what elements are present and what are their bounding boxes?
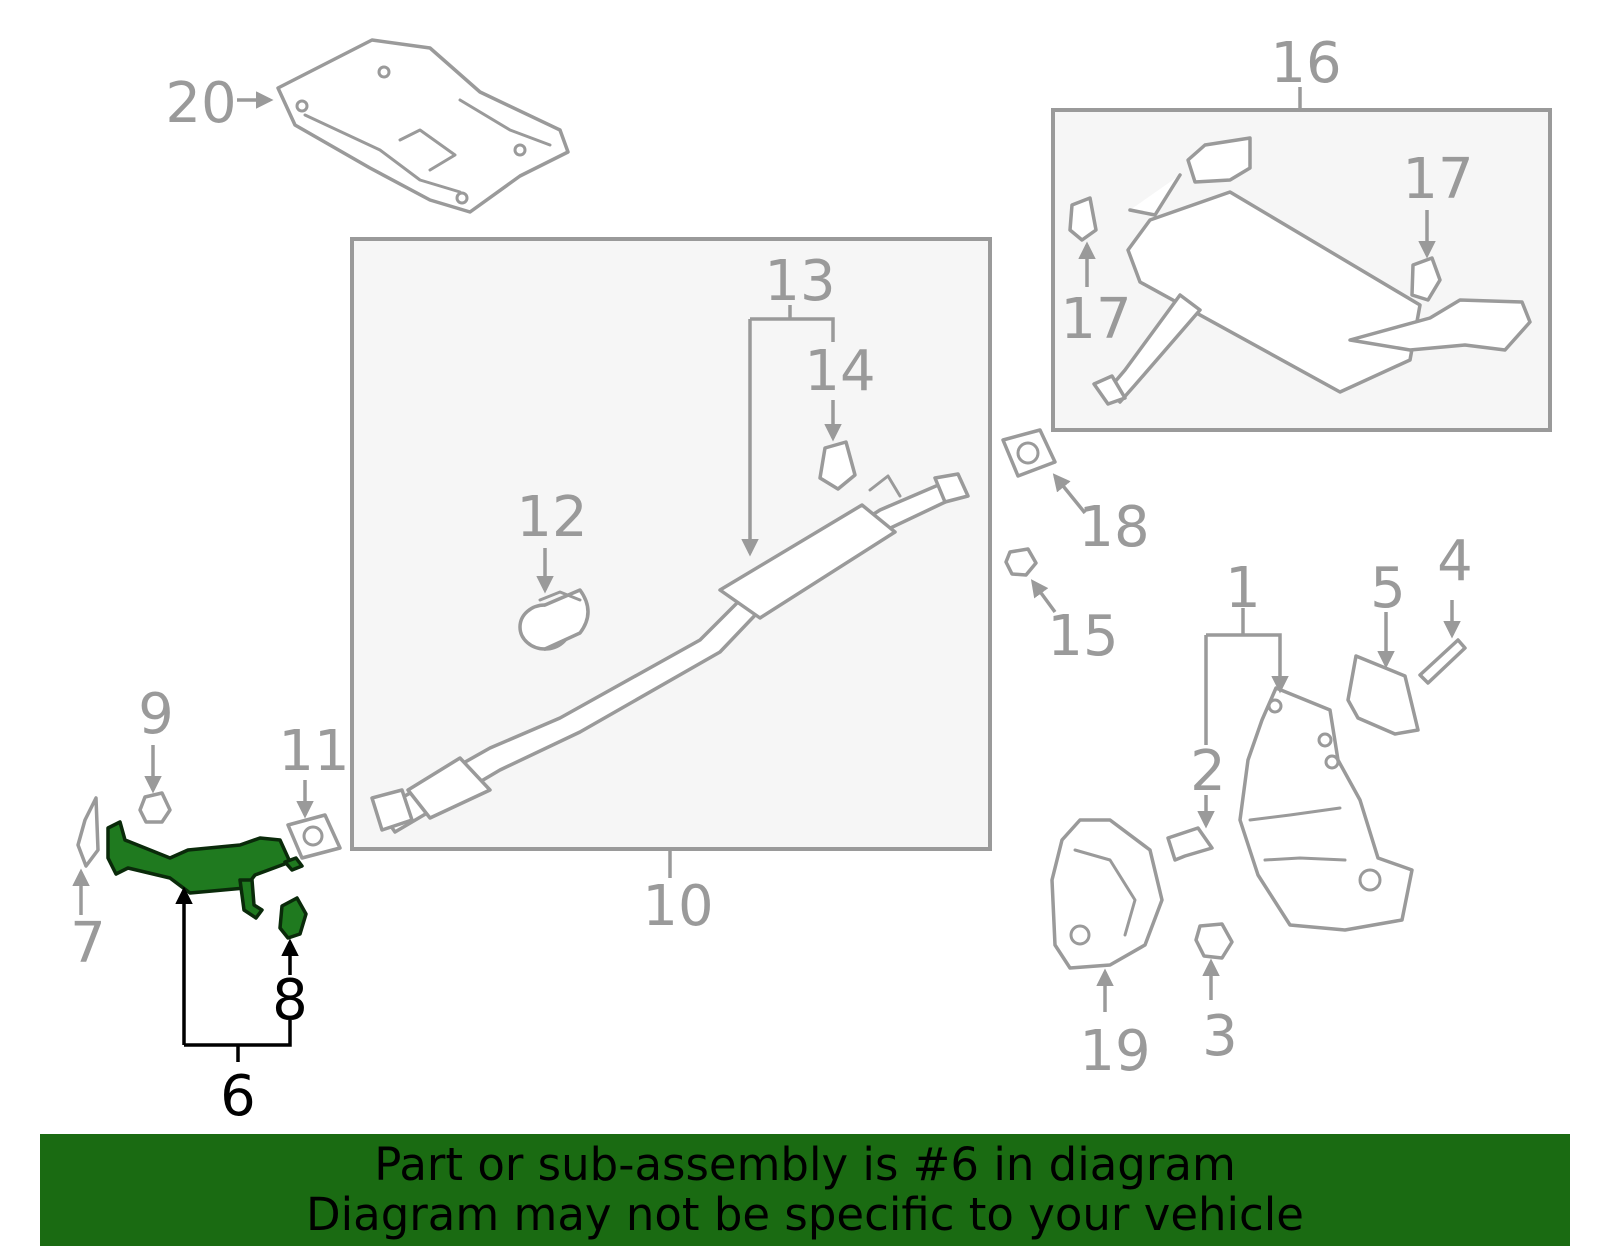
gasket-7-part[interactable] [76, 796, 100, 868]
group-box-10 [350, 237, 992, 851]
callout-10: 10 [642, 874, 713, 939]
callout-17b: 17 [1402, 147, 1473, 212]
gasket-17a-part[interactable] [1068, 196, 1098, 242]
nut-3-part[interactable] [1194, 922, 1234, 960]
callout-1: 1 [1225, 556, 1261, 621]
callout-4: 4 [1437, 529, 1473, 594]
callout-20: 20 [165, 71, 236, 136]
heat-shield-19-part[interactable] [1050, 818, 1164, 970]
callout-11: 11 [278, 719, 349, 784]
callout-5: 5 [1370, 556, 1406, 621]
part-info-banner: Part or sub-assembly is #6 in diagram Di… [40, 1134, 1570, 1246]
callout-13: 13 [764, 249, 835, 314]
gasket-11-part[interactable] [286, 813, 342, 860]
callout-3: 3 [1202, 1004, 1238, 1069]
callout-15: 15 [1047, 604, 1118, 669]
callout-17a: 17 [1060, 287, 1131, 352]
callout-9: 9 [138, 682, 174, 747]
gasket-8-highlighted-part[interactable] [278, 896, 308, 940]
gasket-18-part[interactable] [1001, 428, 1057, 478]
callout-12: 12 [516, 485, 587, 550]
banner-line-2: Diagram may not be specific to your vehi… [306, 1188, 1304, 1241]
clamp-part[interactable] [518, 588, 590, 651]
gasket-17b-part[interactable] [1410, 256, 1442, 302]
center-pipe-part[interactable] [370, 472, 970, 834]
callout-2: 2 [1190, 739, 1226, 804]
nut-9-part[interactable] [138, 791, 172, 824]
gasket-14-part[interactable] [818, 440, 857, 491]
banner-line-1: Part or sub-assembly is #6 in diagram [374, 1138, 1236, 1191]
front-pipe-highlighted-part[interactable] [106, 820, 304, 920]
callout-18: 18 [1078, 495, 1149, 560]
gasket-2-part[interactable] [1166, 826, 1214, 862]
callout-6: 6 [220, 1064, 256, 1129]
callout-7: 7 [70, 911, 106, 976]
manifold-converter-part[interactable] [1238, 686, 1414, 932]
nut-15-part[interactable] [1004, 547, 1038, 577]
callout-16: 16 [1270, 31, 1341, 96]
callout-14: 14 [804, 339, 875, 404]
rear-muffler-part[interactable] [1092, 136, 1532, 406]
stud-4-part[interactable] [1418, 638, 1467, 685]
callout-19: 19 [1079, 1019, 1150, 1084]
callout-8: 8 [272, 968, 308, 1033]
plate-5-part[interactable] [1346, 654, 1420, 736]
heat-shield-part[interactable] [276, 38, 570, 214]
